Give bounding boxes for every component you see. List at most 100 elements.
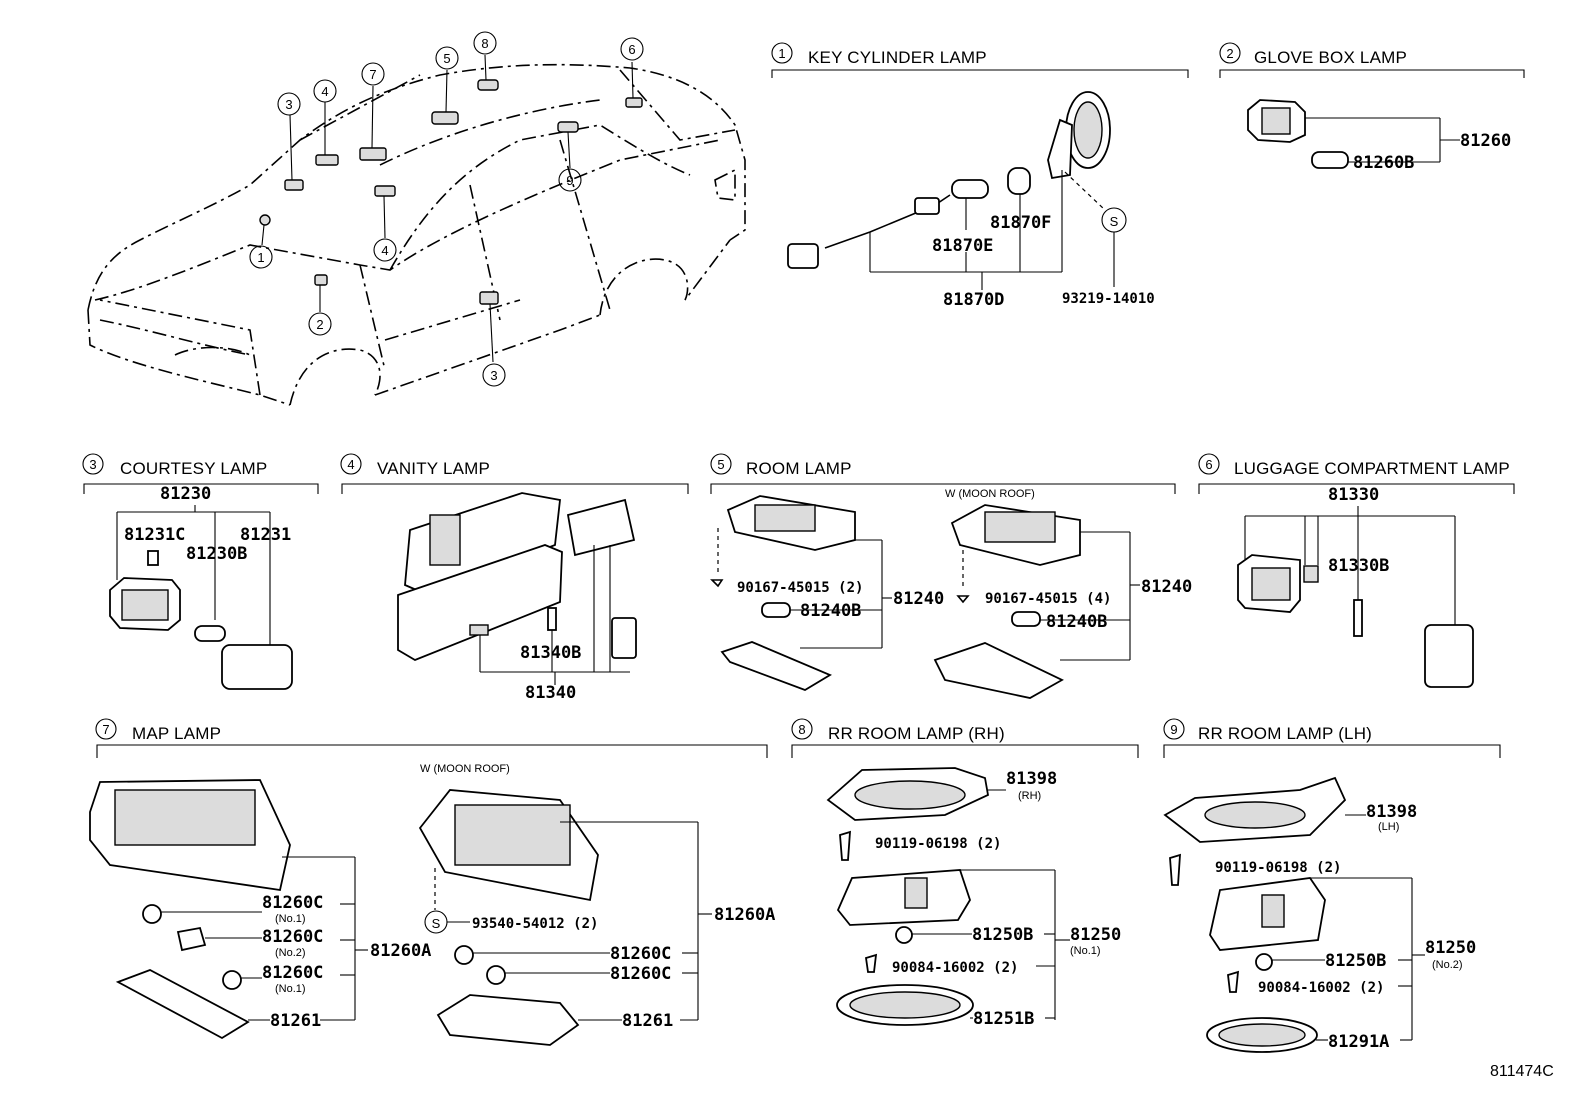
figure-id: 811474C: [1490, 1063, 1554, 1080]
part-label: 81231: [240, 525, 291, 545]
moon-roof-note: W (MOON ROOF): [420, 763, 510, 775]
part-label: (No.1): [1070, 945, 1101, 957]
part-label: 2: [316, 317, 323, 332]
part-label: 81260C: [610, 964, 671, 984]
part-label: 90119-06198 (2): [1215, 860, 1341, 876]
part-label: (LH): [1378, 821, 1399, 833]
part-label: 81250B: [1325, 951, 1386, 971]
part-label: 5: [443, 51, 450, 66]
car-callout: 4: [313, 79, 337, 103]
part-label: S: [432, 916, 441, 931]
part-label: 8: [798, 722, 805, 737]
part-label: 81240B: [1046, 612, 1107, 632]
section-vanity-lamp: 4 VANITY LAMP 81340B 81340: [340, 453, 689, 703]
part-label: (RH): [1018, 790, 1041, 802]
part-label: 90167-45015 (4): [985, 591, 1111, 607]
part-label: 90119-06198 (2): [875, 836, 1001, 852]
part-label: 81230B: [186, 544, 247, 564]
part-label: 90084-16002 (2): [1258, 980, 1384, 996]
part-label: 5: [717, 457, 724, 472]
part-label: 81260A: [370, 941, 431, 961]
part-label: 4: [347, 457, 354, 472]
section-luggage-compartment-lamp: 6 LUGGAGE COMPARTMENT LAMP 81330 81330B: [1198, 453, 1515, 688]
part-label: 81240: [893, 589, 944, 609]
part-label: 7: [369, 67, 376, 82]
part-label: 3: [89, 457, 96, 472]
part-label: 81330: [1328, 485, 1379, 505]
car-callout: 9: [558, 168, 582, 192]
part-label: 81260C: [610, 944, 671, 964]
section-key-cylinder-lamp: 1 KEY CYLINDER LAMP S 81870F 81870E 8187…: [771, 42, 1189, 310]
part-label: 1: [778, 46, 785, 61]
section-title: RR ROOM LAMP (LH): [1198, 724, 1372, 743]
section-rr-room-lamp-lh: 9 RR ROOM LAMP (LH) 81398 (LH) 90119-061…: [1163, 718, 1501, 1053]
part-label: 1: [257, 250, 264, 265]
section-title: KEY CYLINDER LAMP: [808, 48, 987, 67]
car-callout: 6: [620, 37, 644, 61]
car-callout: 3: [277, 92, 301, 116]
part-label: 90084-16002 (2): [892, 960, 1018, 976]
part-label: (No.1): [275, 983, 306, 995]
part-label: 7: [102, 722, 109, 737]
part-label: 81330B: [1328, 556, 1389, 576]
part-label: 81261: [622, 1011, 673, 1031]
car-callout: 5: [435, 46, 459, 70]
section-title: LUGGAGE COMPARTMENT LAMP: [1234, 459, 1510, 478]
section-glove-box-lamp: 2 GLOVE BOX LAMP 81260 81260B: [1219, 42, 1525, 173]
part-label: 3: [285, 97, 292, 112]
part-label: 81240B: [800, 601, 861, 621]
part-label: 90167-45015 (2): [737, 580, 863, 596]
section-courtesy-lamp: 3 COURTESY LAMP 81230 81231C 81231 81230…: [82, 453, 319, 690]
part-label: 9: [566, 173, 573, 188]
section-title: RR ROOM LAMP (RH): [828, 724, 1005, 743]
part-label: 81340: [525, 683, 576, 703]
part-label: 81240: [1141, 577, 1192, 597]
part-label: 81231C: [124, 525, 185, 545]
part-label: 81870D: [943, 290, 1004, 310]
part-label: 81251B: [973, 1009, 1034, 1029]
part-label: 93219-14010: [1062, 291, 1155, 307]
part-label: 81250B: [972, 925, 1033, 945]
part-label: 81870F: [990, 213, 1051, 233]
car-callout: 1: [249, 245, 273, 269]
part-label: (No.2): [275, 947, 306, 959]
part-label: 8: [481, 36, 488, 51]
part-label: 81260A: [714, 905, 775, 925]
car-callout: 3: [482, 363, 506, 387]
part-label: 81398: [1006, 769, 1057, 789]
part-label: (No.2): [1432, 959, 1463, 971]
part-label: 81291A: [1328, 1032, 1389, 1052]
part-label: 81340B: [520, 643, 581, 663]
section-room-lamp: 5 ROOM LAMP W (MOON ROOF) 90167-45015 (2…: [710, 453, 1192, 699]
part-label: 81261: [270, 1011, 321, 1031]
part-label: 81260C: [262, 893, 323, 913]
part-label: 81398: [1366, 802, 1417, 822]
part-label: 81260: [1460, 131, 1511, 151]
part-label: S: [1110, 214, 1119, 229]
part-label: 6: [1205, 457, 1212, 472]
part-label: 81260C: [262, 927, 323, 947]
part-label: 4: [381, 243, 388, 258]
section-title: VANITY LAMP: [377, 459, 490, 478]
part-label: 81260C: [262, 963, 323, 983]
car-callout: 7: [361, 62, 385, 86]
part-label: (No.1): [275, 913, 306, 925]
part-label: 81870E: [932, 236, 993, 256]
section-rr-room-lamp-rh: 8 RR ROOM LAMP (RH) 81398 (RH) 90119-061…: [791, 718, 1139, 1029]
car-callout: 8: [473, 31, 497, 55]
part-label: 81230: [160, 484, 211, 504]
part-label: 9: [1170, 722, 1177, 737]
part-label: 4: [321, 84, 328, 99]
section-title: GLOVE BOX LAMP: [1254, 48, 1407, 67]
section-title: ROOM LAMP: [746, 459, 852, 478]
car-callout: 4: [373, 238, 397, 262]
section-map-lamp: 7 MAP LAMP W (MOON ROOF) 81260C (No.1) 8…: [89, 718, 775, 1046]
part-label: 93540-54012 (2): [472, 916, 598, 932]
moon-roof-note: W (MOON ROOF): [945, 488, 1035, 500]
section-title: COURTESY LAMP: [120, 459, 267, 478]
car-callout: 2: [308, 312, 332, 336]
car-illustration: 3 4 7 5 8 6 9 1 2 4 3: [87, 31, 746, 406]
part-label: 2: [1226, 46, 1233, 61]
